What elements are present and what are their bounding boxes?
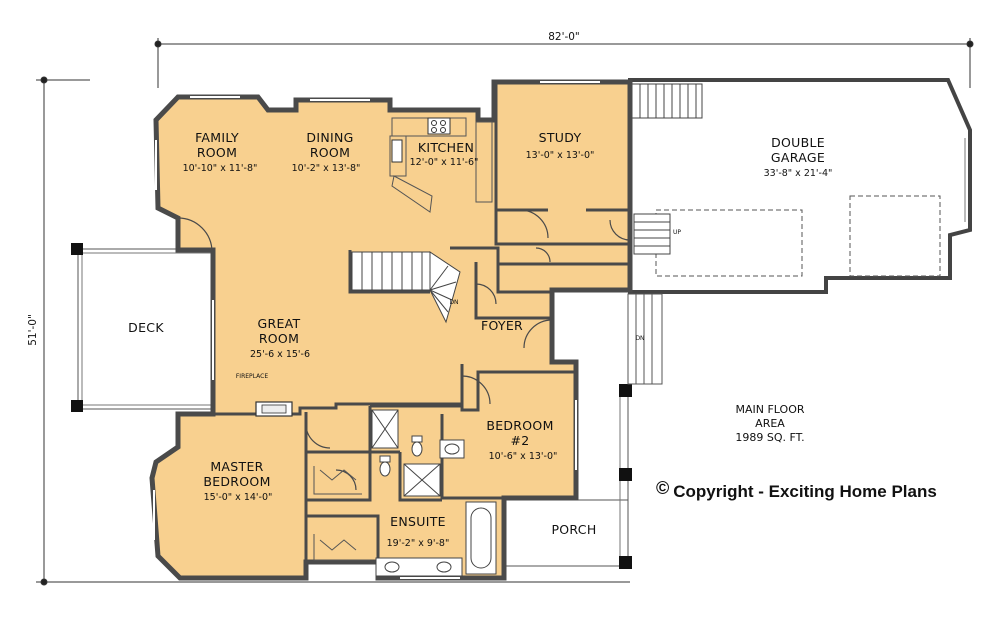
porch-steps xyxy=(627,293,663,385)
house-floor xyxy=(149,79,633,581)
garage-name-line-1: DOUBLE xyxy=(771,135,825,150)
toilet-icon xyxy=(379,435,423,477)
great-room-name-line-1: GREAT xyxy=(258,316,301,331)
bathtub-icon xyxy=(465,501,497,575)
great-room-name-line-2: ROOM xyxy=(259,331,299,346)
dining-room-name-line-1: DINING xyxy=(306,130,353,145)
kitchen-name: KITCHEN xyxy=(418,140,474,155)
windows xyxy=(153,81,600,579)
porch-steps-dn-label: DN xyxy=(635,335,644,342)
great-room-dims: 25'-6 x 15'-6 xyxy=(250,349,310,360)
garage-stairs xyxy=(631,83,703,255)
garage xyxy=(628,78,972,294)
main-stair-dn-label: DN xyxy=(449,299,458,306)
stove-icon xyxy=(427,117,451,135)
copyright-notice: © Copyright - Exciting Home Plans xyxy=(652,477,941,504)
kitchen-dims: 12'-0" x 11'-6" xyxy=(410,157,479,168)
shower-icon xyxy=(371,409,399,449)
foyer-name: FOYER xyxy=(481,318,523,333)
fireplace-label: FIREPLACE xyxy=(236,373,268,380)
bedroom-2-name-line-2: #2 xyxy=(510,433,529,448)
master-bedroom-name-line-1: MASTER xyxy=(210,459,263,474)
closets xyxy=(313,466,370,561)
bedroom-2-name-line-1: BEDROOM xyxy=(486,418,553,433)
study-dims: 13'-0" x 13'-0" xyxy=(526,150,595,161)
width-dimension-line xyxy=(154,38,974,88)
area-line-1: MAIN FLOOR xyxy=(735,403,804,416)
ensuite-dims: 19'-2" x 9'-8" xyxy=(387,538,450,549)
garage-name-line-2: GARAGE xyxy=(771,150,825,165)
vanity-sink-icon xyxy=(375,439,465,577)
copyright-text: Copyright - Exciting Home Plans xyxy=(673,482,937,501)
sink-icon xyxy=(391,139,403,163)
width-dimension-label: 82'-0" xyxy=(548,31,580,43)
dining-room-name-line-2: ROOM xyxy=(310,145,350,160)
porch-label: PORCH xyxy=(551,522,596,537)
door-swings xyxy=(177,209,631,491)
shower-2-icon xyxy=(403,463,441,497)
bedroom-2-dims: 10'-6" x 13'-0" xyxy=(489,451,558,462)
depth-dimension-line xyxy=(36,76,630,586)
dining-room-dims: 10'-2" x 13'-8" xyxy=(292,163,361,174)
depth-dimension-label: 51'-0" xyxy=(27,314,39,346)
area-line-2: AREA xyxy=(755,417,785,430)
garage-stairs-up-label: UP xyxy=(673,229,681,236)
ensuite-name: ENSUITE xyxy=(390,514,446,529)
master-bedroom-name-line-2: BEDROOM xyxy=(203,474,270,489)
fireplace-icon xyxy=(255,401,293,417)
porch xyxy=(504,384,632,569)
family-room-name-line-1: FAMILY xyxy=(195,130,239,145)
deck xyxy=(71,243,214,412)
copyright-symbol: © xyxy=(656,477,670,498)
main-staircase xyxy=(351,251,461,324)
area-line-3: 1989 SQ. FT. xyxy=(735,431,804,444)
family-room-name-line-2: ROOM xyxy=(197,145,237,160)
family-room-dims: 10'-10" x 11'-8" xyxy=(183,163,258,174)
master-bedroom-dims: 15'-0" x 14'-0" xyxy=(204,492,273,503)
deck-label: DECK xyxy=(128,320,164,335)
study-name: STUDY xyxy=(539,130,582,145)
garage-dims: 33'-8" x 21'-4" xyxy=(764,168,833,179)
